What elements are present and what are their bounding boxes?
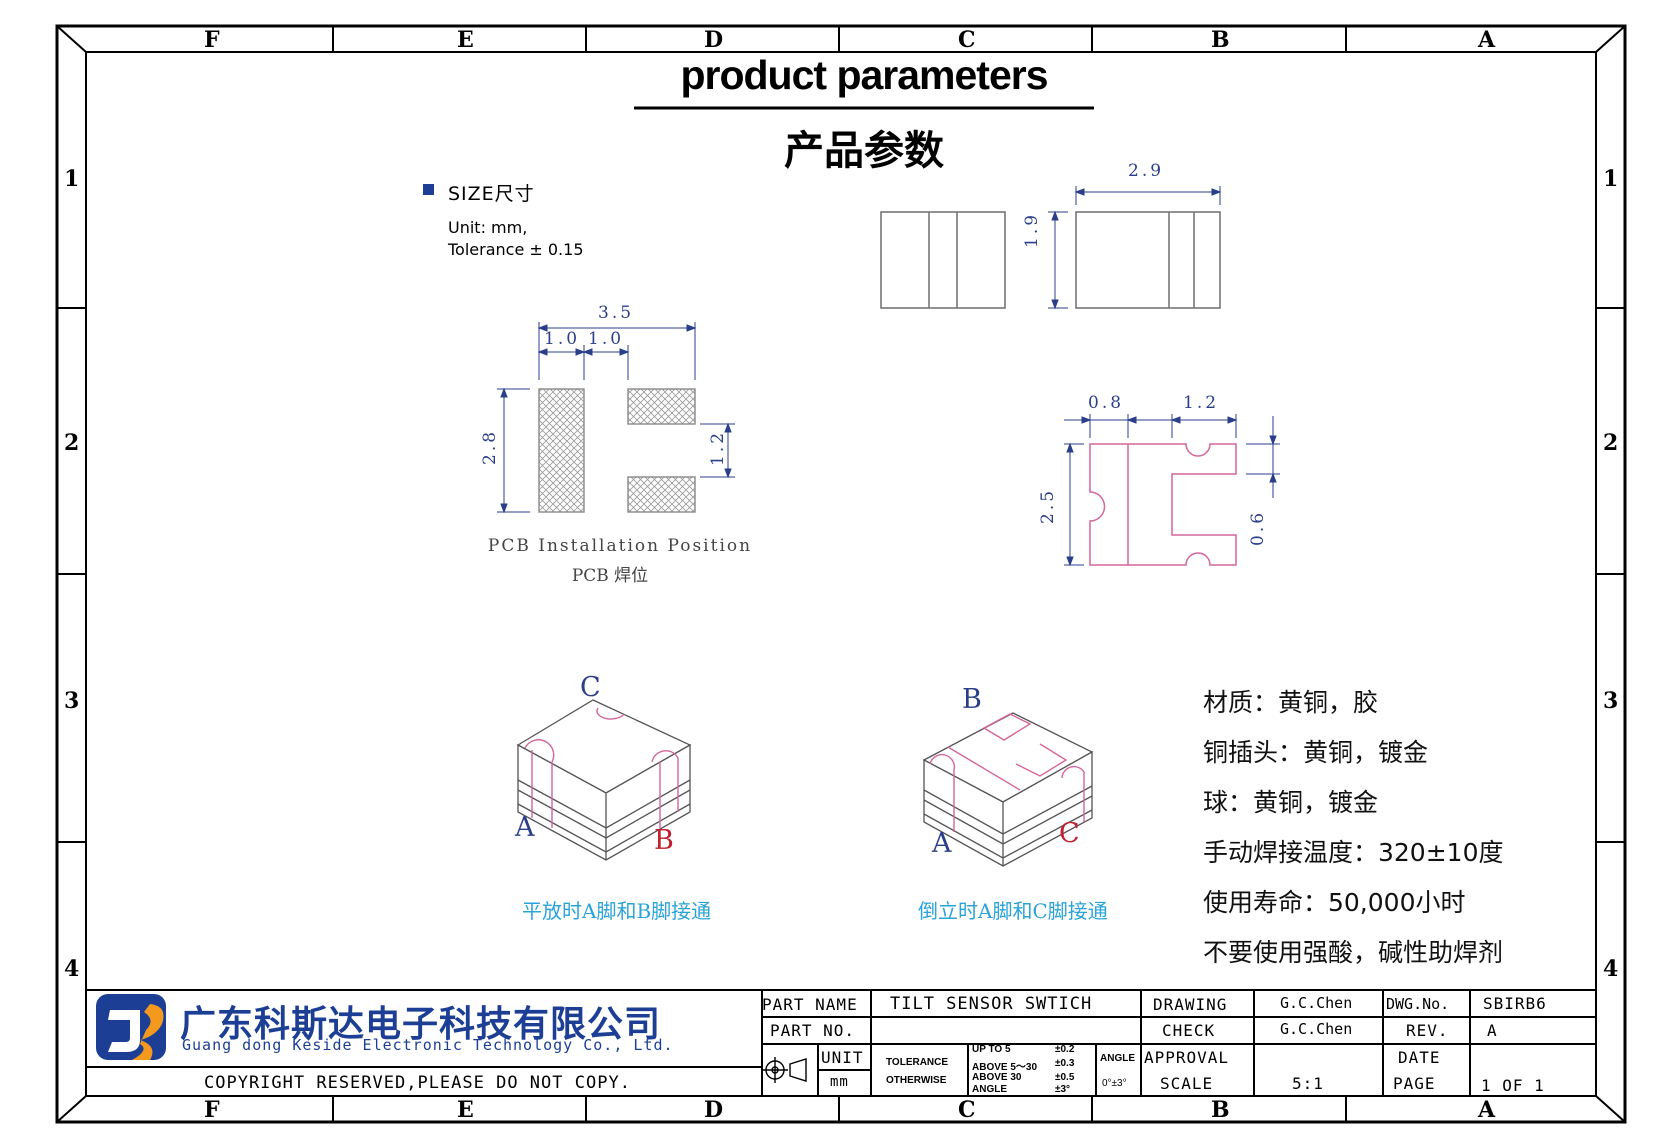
zone-top-d: D xyxy=(704,27,724,53)
unit-text: Unit: mm, xyxy=(448,218,528,237)
otherwise-label: OTHERWISE xyxy=(886,1075,947,1086)
zone-bottom-b: B xyxy=(1211,1097,1230,1123)
dim-top-height: 1.9 xyxy=(1022,211,1042,248)
tol-range-3: ABOVE 30 xyxy=(972,1072,1022,1083)
zone-right-4: 4 xyxy=(1603,956,1619,982)
dim-bottom-height: 2.5 xyxy=(1038,487,1058,524)
tolerance-text: Tolerance ± 0.15 xyxy=(448,240,584,259)
zone-top-c: C xyxy=(958,27,976,53)
top-view-left xyxy=(880,211,1006,309)
spec-line-flux-warning: 不要使用强酸，碱性助焊剂 xyxy=(1203,938,1504,967)
spec-line-solder-temp: 手动焊接温度：320±10度 xyxy=(1203,838,1504,867)
page-title-cn: 产品参数 xyxy=(784,128,944,174)
drawing-label: DRAWING xyxy=(1153,995,1228,1014)
pcb-caption-en: PCB Installation Position xyxy=(487,536,753,556)
angle-label: ANGLE xyxy=(1100,1053,1135,1064)
dim-top-width: 2.9 xyxy=(1128,161,1165,181)
top-view-right xyxy=(1075,211,1221,309)
tol-value-2: ±0.3 xyxy=(1055,1058,1075,1069)
projection-symbol-icon xyxy=(762,1057,807,1083)
rev-value: A xyxy=(1487,1021,1498,1040)
tolerance-label: TOLERANCE xyxy=(886,1057,949,1068)
zone-bottom-d: D xyxy=(704,1097,724,1123)
approval-label: APPROVAL xyxy=(1144,1048,1230,1067)
iso-right-pin-b: B xyxy=(962,684,982,715)
iso-right-pin-a: A xyxy=(932,828,952,859)
company-logo xyxy=(96,994,166,1060)
iso-right-pin-c: C xyxy=(1059,818,1080,849)
bottom-dimensions xyxy=(1064,414,1280,567)
spec-line-material: 材质：黄铜，胶 xyxy=(1203,688,1379,717)
dwg-no-value: SBIRB6 xyxy=(1483,994,1547,1013)
copyright-notice: COPYRIGHT RESERVED,PLEASE DO NOT COPY. xyxy=(204,1073,631,1093)
spec-line-life: 使用寿命：50,000小时 xyxy=(1203,888,1466,917)
check-value: G.C.Chen xyxy=(1280,1020,1353,1038)
tol-value-1: ±0.2 xyxy=(1055,1044,1075,1055)
dim-bottom-a: 0.8 xyxy=(1088,393,1125,413)
zone-left-2: 2 xyxy=(64,430,80,456)
tol-range-2: ABOVE 5～30 xyxy=(972,1062,1038,1073)
pcb-dimensions xyxy=(497,322,735,514)
page-title-en: product parameters xyxy=(680,52,1048,98)
date-label: DATE xyxy=(1398,1048,1441,1067)
company-name-en: Guang dong Keside Electronic Technology … xyxy=(182,1036,674,1054)
dim-pcb-height: 2.8 xyxy=(480,428,500,465)
size-heading: SIZE尺寸 xyxy=(448,183,535,205)
drawing-value: G.C.Chen xyxy=(1280,994,1353,1012)
iso-left-pin-b: B xyxy=(654,825,674,856)
zone-left-4: 4 xyxy=(64,956,80,982)
pcb-pads xyxy=(538,388,696,513)
iso-left-pin-a: A xyxy=(515,812,535,843)
title-block-grid xyxy=(86,989,1596,1096)
zone-right-1: 1 xyxy=(1603,166,1619,192)
spec-line-plug: 铜插头：黄铜，镀金 xyxy=(1203,738,1429,767)
zone-right-2: 2 xyxy=(1603,430,1619,456)
unit-value: mm xyxy=(830,1074,849,1090)
dim-pcb-pad-b: 1.0 xyxy=(588,329,625,349)
zone-left-1: 1 xyxy=(64,166,80,192)
tol-value-3: ±0.5 xyxy=(1055,1072,1075,1083)
zone-top-e: E xyxy=(457,27,474,53)
dim-pcb-pad-a: 1.0 xyxy=(544,329,581,349)
zone-top-f: F xyxy=(204,27,220,53)
zone-bottom-a: A xyxy=(1478,1097,1496,1123)
zone-top-a: A xyxy=(1478,27,1496,53)
dim-pcb-width: 3.5 xyxy=(598,303,635,323)
scale-label: SCALE xyxy=(1160,1074,1214,1093)
zone-top-b: B xyxy=(1211,27,1230,53)
iso-left-pin-c: C xyxy=(580,672,601,703)
dim-bottom-notch: 0.6 xyxy=(1248,509,1268,546)
company-name-cn: 广东科斯达电子科技有限公司 xyxy=(180,1004,662,1045)
scale-value: 5:1 xyxy=(1292,1074,1324,1093)
page-label: PAGE xyxy=(1393,1074,1436,1093)
check-label: CHECK xyxy=(1162,1021,1216,1040)
dwg-no-label: DWG.No. xyxy=(1386,995,1450,1013)
zone-right-3: 3 xyxy=(1603,688,1619,714)
zone-bottom-f: F xyxy=(204,1097,220,1123)
iso-right xyxy=(922,712,1094,867)
zone-left-3: 3 xyxy=(64,688,80,714)
zone-bottom-e: E xyxy=(457,1097,474,1123)
bullet-icon xyxy=(423,184,434,195)
iso-left-caption: 平放时A脚和B脚接通 xyxy=(522,899,712,923)
page-value: 1 OF 1 xyxy=(1481,1076,1545,1095)
dim-bottom-b: 1.2 xyxy=(1183,393,1220,413)
dim-pcb-gap: 1.2 xyxy=(708,429,728,466)
tol-value-4: ±3° xyxy=(1055,1084,1071,1095)
zone-bottom-c: C xyxy=(958,1097,976,1123)
iso-left xyxy=(516,699,692,861)
tol-range-1: UP TO 5 xyxy=(972,1044,1011,1055)
pcb-caption-cn: PCB 焊位 xyxy=(571,566,649,586)
rev-label: REV. xyxy=(1406,1021,1449,1040)
spec-line-ball: 球：黄铜，镀金 xyxy=(1203,788,1379,817)
angle-value: 0°±3° xyxy=(1102,1078,1127,1089)
tol-range-4: ANGLE xyxy=(972,1084,1007,1095)
part-name-value: TILT SENSOR SWTICH xyxy=(890,994,1093,1014)
unit-label: UNIT xyxy=(821,1048,864,1067)
bottom-view xyxy=(1089,443,1237,566)
iso-right-caption: 倒立时A脚和C脚接通 xyxy=(918,899,1108,923)
part-name-label: PART NAME xyxy=(762,995,858,1014)
part-no-label: PART NO. xyxy=(770,1021,856,1040)
